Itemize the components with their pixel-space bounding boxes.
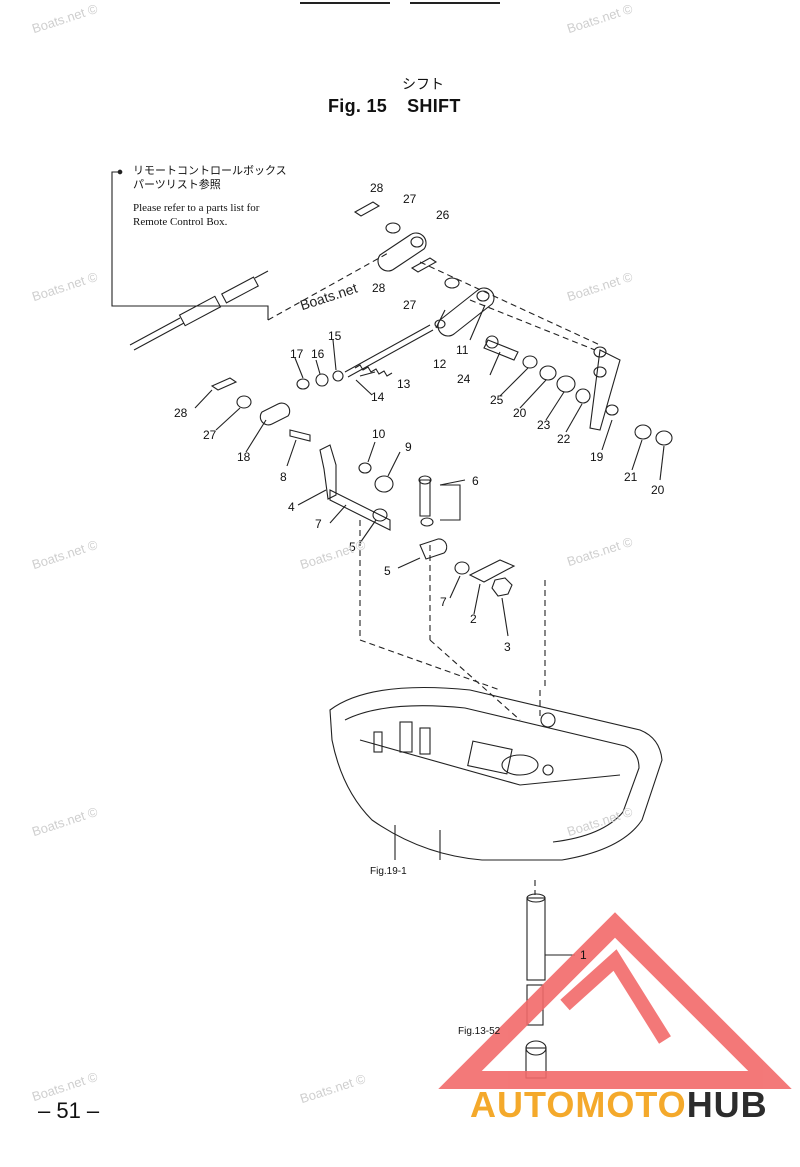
brand-auto: AUTO — [470, 1084, 576, 1125]
note-en-line2: Remote Control Box. — [133, 216, 228, 228]
part-number: 24 — [457, 372, 471, 386]
part-number: 22 — [557, 432, 571, 446]
brand-wordmark: AUTOMOTOHUB — [470, 1084, 768, 1126]
part-number: 2 — [470, 612, 477, 626]
part-number: 15 — [328, 329, 342, 343]
part-number: 16 — [311, 347, 325, 361]
note-en-line1: Please refer to a parts list for — [133, 202, 260, 214]
part-number: 10 — [372, 427, 386, 441]
part-number: 1 — [580, 948, 587, 962]
part-number: 27 — [403, 192, 417, 206]
part-number: 5 — [349, 540, 356, 554]
brand-moto: MOTO — [575, 1084, 687, 1125]
part-number: 20 — [513, 406, 527, 420]
note-jp-line1: リモートコントロールボックス — [133, 164, 287, 177]
note-jp-line2: パーツリスト参照 — [133, 178, 221, 191]
part-number: 7 — [315, 517, 322, 531]
part-number: 4 — [288, 500, 295, 514]
part-number: 17 — [290, 347, 304, 361]
part-number: 5 — [384, 564, 391, 578]
part-number: 25 — [490, 393, 504, 407]
figure-title: Fig. 15 SHIFT — [328, 96, 461, 117]
part-number: 9 — [405, 440, 412, 454]
part-number: 27 — [403, 298, 417, 312]
part-number: 26 — [436, 208, 450, 222]
part-number: 23 — [537, 418, 551, 432]
note-english: Please refer to a parts list for Remote … — [133, 201, 259, 229]
part-number: 8 — [280, 470, 287, 484]
figure-reference: Fig.19-1 — [370, 866, 407, 877]
part-number: 20 — [651, 483, 665, 497]
brand-hub: HUB — [686, 1084, 768, 1125]
part-number: 14 — [371, 390, 385, 404]
page-number: – 51 – — [38, 1098, 100, 1123]
part-number: 28 — [370, 181, 384, 195]
brand-logo — [438, 912, 792, 1089]
figure-reference: Fig.13-52 — [458, 1026, 501, 1037]
part-number: 13 — [397, 377, 411, 391]
part-number: 27 — [203, 428, 217, 442]
part-number: 3 — [504, 640, 511, 654]
part-number: 18 — [237, 450, 251, 464]
note-japanese: リモートコントロールボックス パーツリスト参照 — [133, 164, 287, 192]
title-japanese: シフト — [402, 77, 444, 93]
part-number: 28 — [372, 281, 386, 295]
figure-number: Fig. 15 — [328, 96, 388, 116]
part-number: 12 — [433, 357, 447, 371]
part-number: 11 — [456, 343, 469, 357]
part-number: 19 — [590, 450, 604, 464]
part-number: 28 — [174, 406, 188, 420]
figure-name: SHIFT — [407, 96, 461, 116]
part-number: 21 — [624, 470, 638, 484]
part-number: 7 — [440, 595, 447, 609]
part-number: 6 — [472, 474, 479, 488]
